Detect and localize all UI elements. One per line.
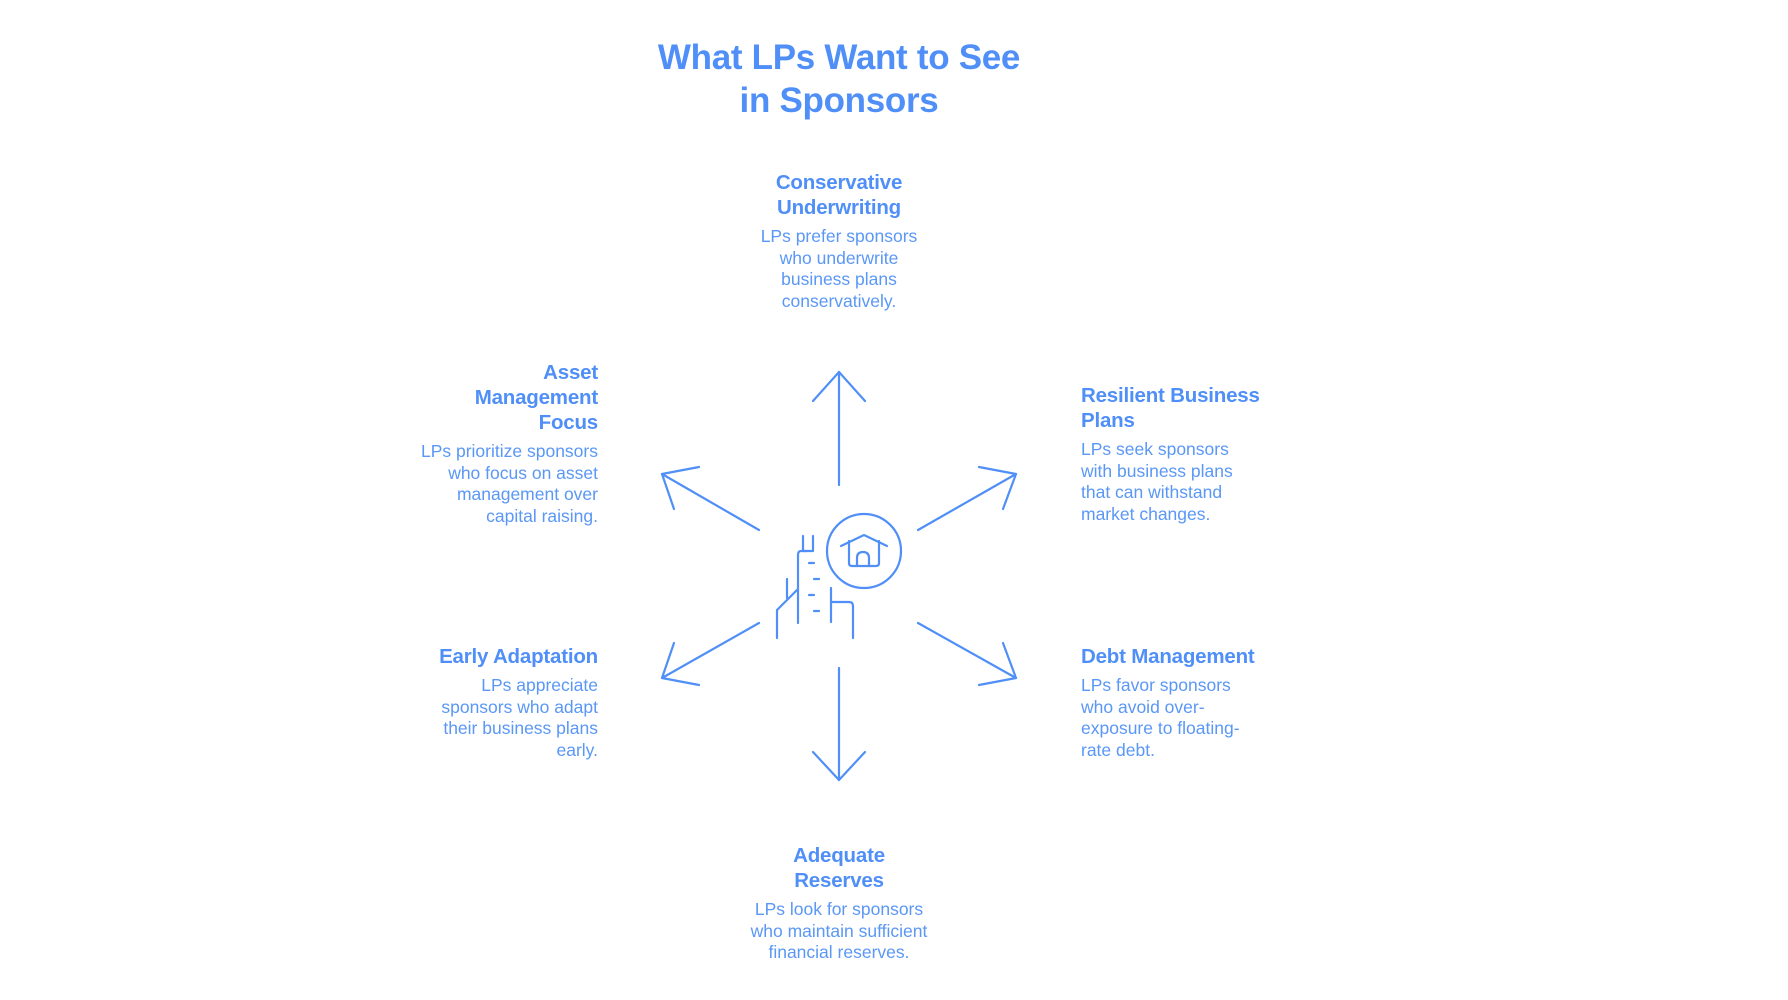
diagram-title: What LPs Want to See in Sponsors — [594, 36, 1084, 122]
heading-line: Conservative — [775, 171, 903, 194]
item-description: LPs appreciate sponsors who adapt their … — [441, 675, 598, 761]
heading-line: Plans — [1081, 409, 1135, 432]
item-heading: Adequate Reserves — [739, 843, 939, 893]
item-early-adaptation: Early Adaptation LPs appreciate sponsors… — [398, 644, 598, 762]
heading-line: Adequate — [793, 844, 885, 867]
heading-line: Underwriting — [776, 196, 901, 219]
arrow-down-left-icon — [660, 621, 761, 687]
item-heading: Resilient Business Plans — [1081, 383, 1276, 433]
item-heading: Early Adaptation — [398, 644, 598, 669]
arrow-down-right-icon — [916, 621, 1018, 687]
item-heading: Debt Management — [1081, 644, 1276, 669]
item-description: LPs look for sponsors who maintain suffi… — [750, 899, 928, 963]
heading-line: Early Adaptation — [439, 645, 598, 668]
item-debt-management: Debt Management LPs favor sponsors who a… — [1081, 644, 1276, 762]
title-line-2: in Sponsors — [739, 81, 939, 120]
item-heading: Conservative Underwriting — [739, 170, 939, 220]
item-description: LPs prioritize sponsors who focus on ass… — [420, 441, 598, 527]
title-line-1: What LPs Want to See — [657, 38, 1021, 77]
heading-line: Reserves — [794, 869, 884, 892]
arrow-down-icon — [811, 666, 867, 782]
item-description: LPs seek sponsors with business plans th… — [1081, 439, 1233, 525]
arrow-up-icon — [811, 370, 867, 487]
item-asset-management-focus: Asset Management Focus LPs prioritize sp… — [398, 360, 598, 528]
heading-line: Management — [474, 386, 599, 409]
heading-line: Resilient Business — [1081, 384, 1260, 407]
item-resilient-business-plans: Resilient Business Plans LPs seek sponso… — [1081, 383, 1276, 526]
heading-line: Asset — [543, 361, 598, 384]
item-heading: Asset Management Focus — [398, 360, 599, 435]
heading-line: Focus — [538, 411, 599, 434]
building-icon — [775, 534, 855, 640]
home-circle-icon — [825, 512, 903, 590]
item-description: LPs favor sponsors who avoid over-exposu… — [1081, 675, 1240, 761]
heading-line: Debt Management — [1081, 645, 1255, 668]
arrow-up-right-icon — [916, 465, 1018, 532]
item-conservative-underwriting: Conservative Underwriting LPs prefer spo… — [739, 170, 939, 313]
item-adequate-reserves: Adequate Reserves LPs look for sponsors … — [739, 843, 939, 964]
arrow-up-left-icon — [660, 465, 761, 532]
item-description: LPs prefer sponsors who underwrite busin… — [760, 226, 918, 312]
